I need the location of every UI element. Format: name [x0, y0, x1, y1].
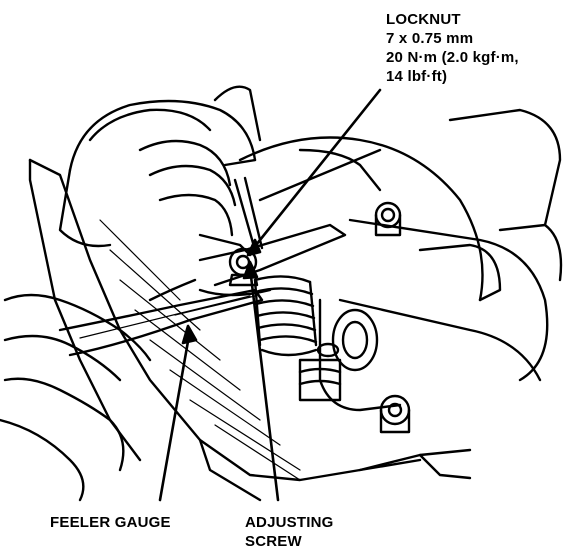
locknut-leader-arrow — [246, 238, 262, 257]
cylinder-head — [28, 158, 472, 502]
upper-hand — [58, 85, 262, 248]
leader-lines — [158, 88, 382, 502]
adjusting-screw-callout: ADJUSTING SCREW — [245, 513, 333, 551]
feeler-gauge-callout: FEELER GAUGE — [50, 513, 171, 532]
adjusting-screw-leader-arrow — [242, 260, 259, 280]
locknut-callout: LOCKNUT 7 x 0.75 mm 20 N·m (2.0 kgf·m, 1… — [386, 10, 519, 86]
adjusting-screw-label-line1: ADJUSTING — [245, 514, 334, 531]
feeler-gauge-blade — [58, 288, 264, 357]
valve-spring — [253, 275, 318, 357]
valve-stem-lower — [298, 342, 342, 402]
locknut-size: 7 x 0.75 mm — [386, 30, 474, 47]
locknut-leader-line — [250, 88, 382, 252]
feeler-gauge-label: FEELER GAUGE — [50, 514, 171, 531]
bolt-lower — [379, 394, 411, 434]
wrench-tool — [198, 158, 264, 257]
rocker-arm — [148, 223, 347, 302]
left-hand — [0, 293, 152, 502]
feeler-leader-line — [158, 328, 192, 502]
bolt-upper — [374, 201, 402, 237]
locknut-label: LOCKNUT — [386, 11, 461, 28]
locknut-torque-line1: 20 N·m (2.0 kgf·m, — [386, 49, 519, 66]
adjusting-screw-leader-line — [248, 266, 280, 502]
feeler-leader-arrow — [181, 324, 198, 345]
adjusting-screw-label-line2: SCREW — [245, 533, 302, 550]
rocker-shaft — [238, 108, 563, 412]
locknut-torque-line2: 14 lbf·ft) — [386, 68, 448, 85]
